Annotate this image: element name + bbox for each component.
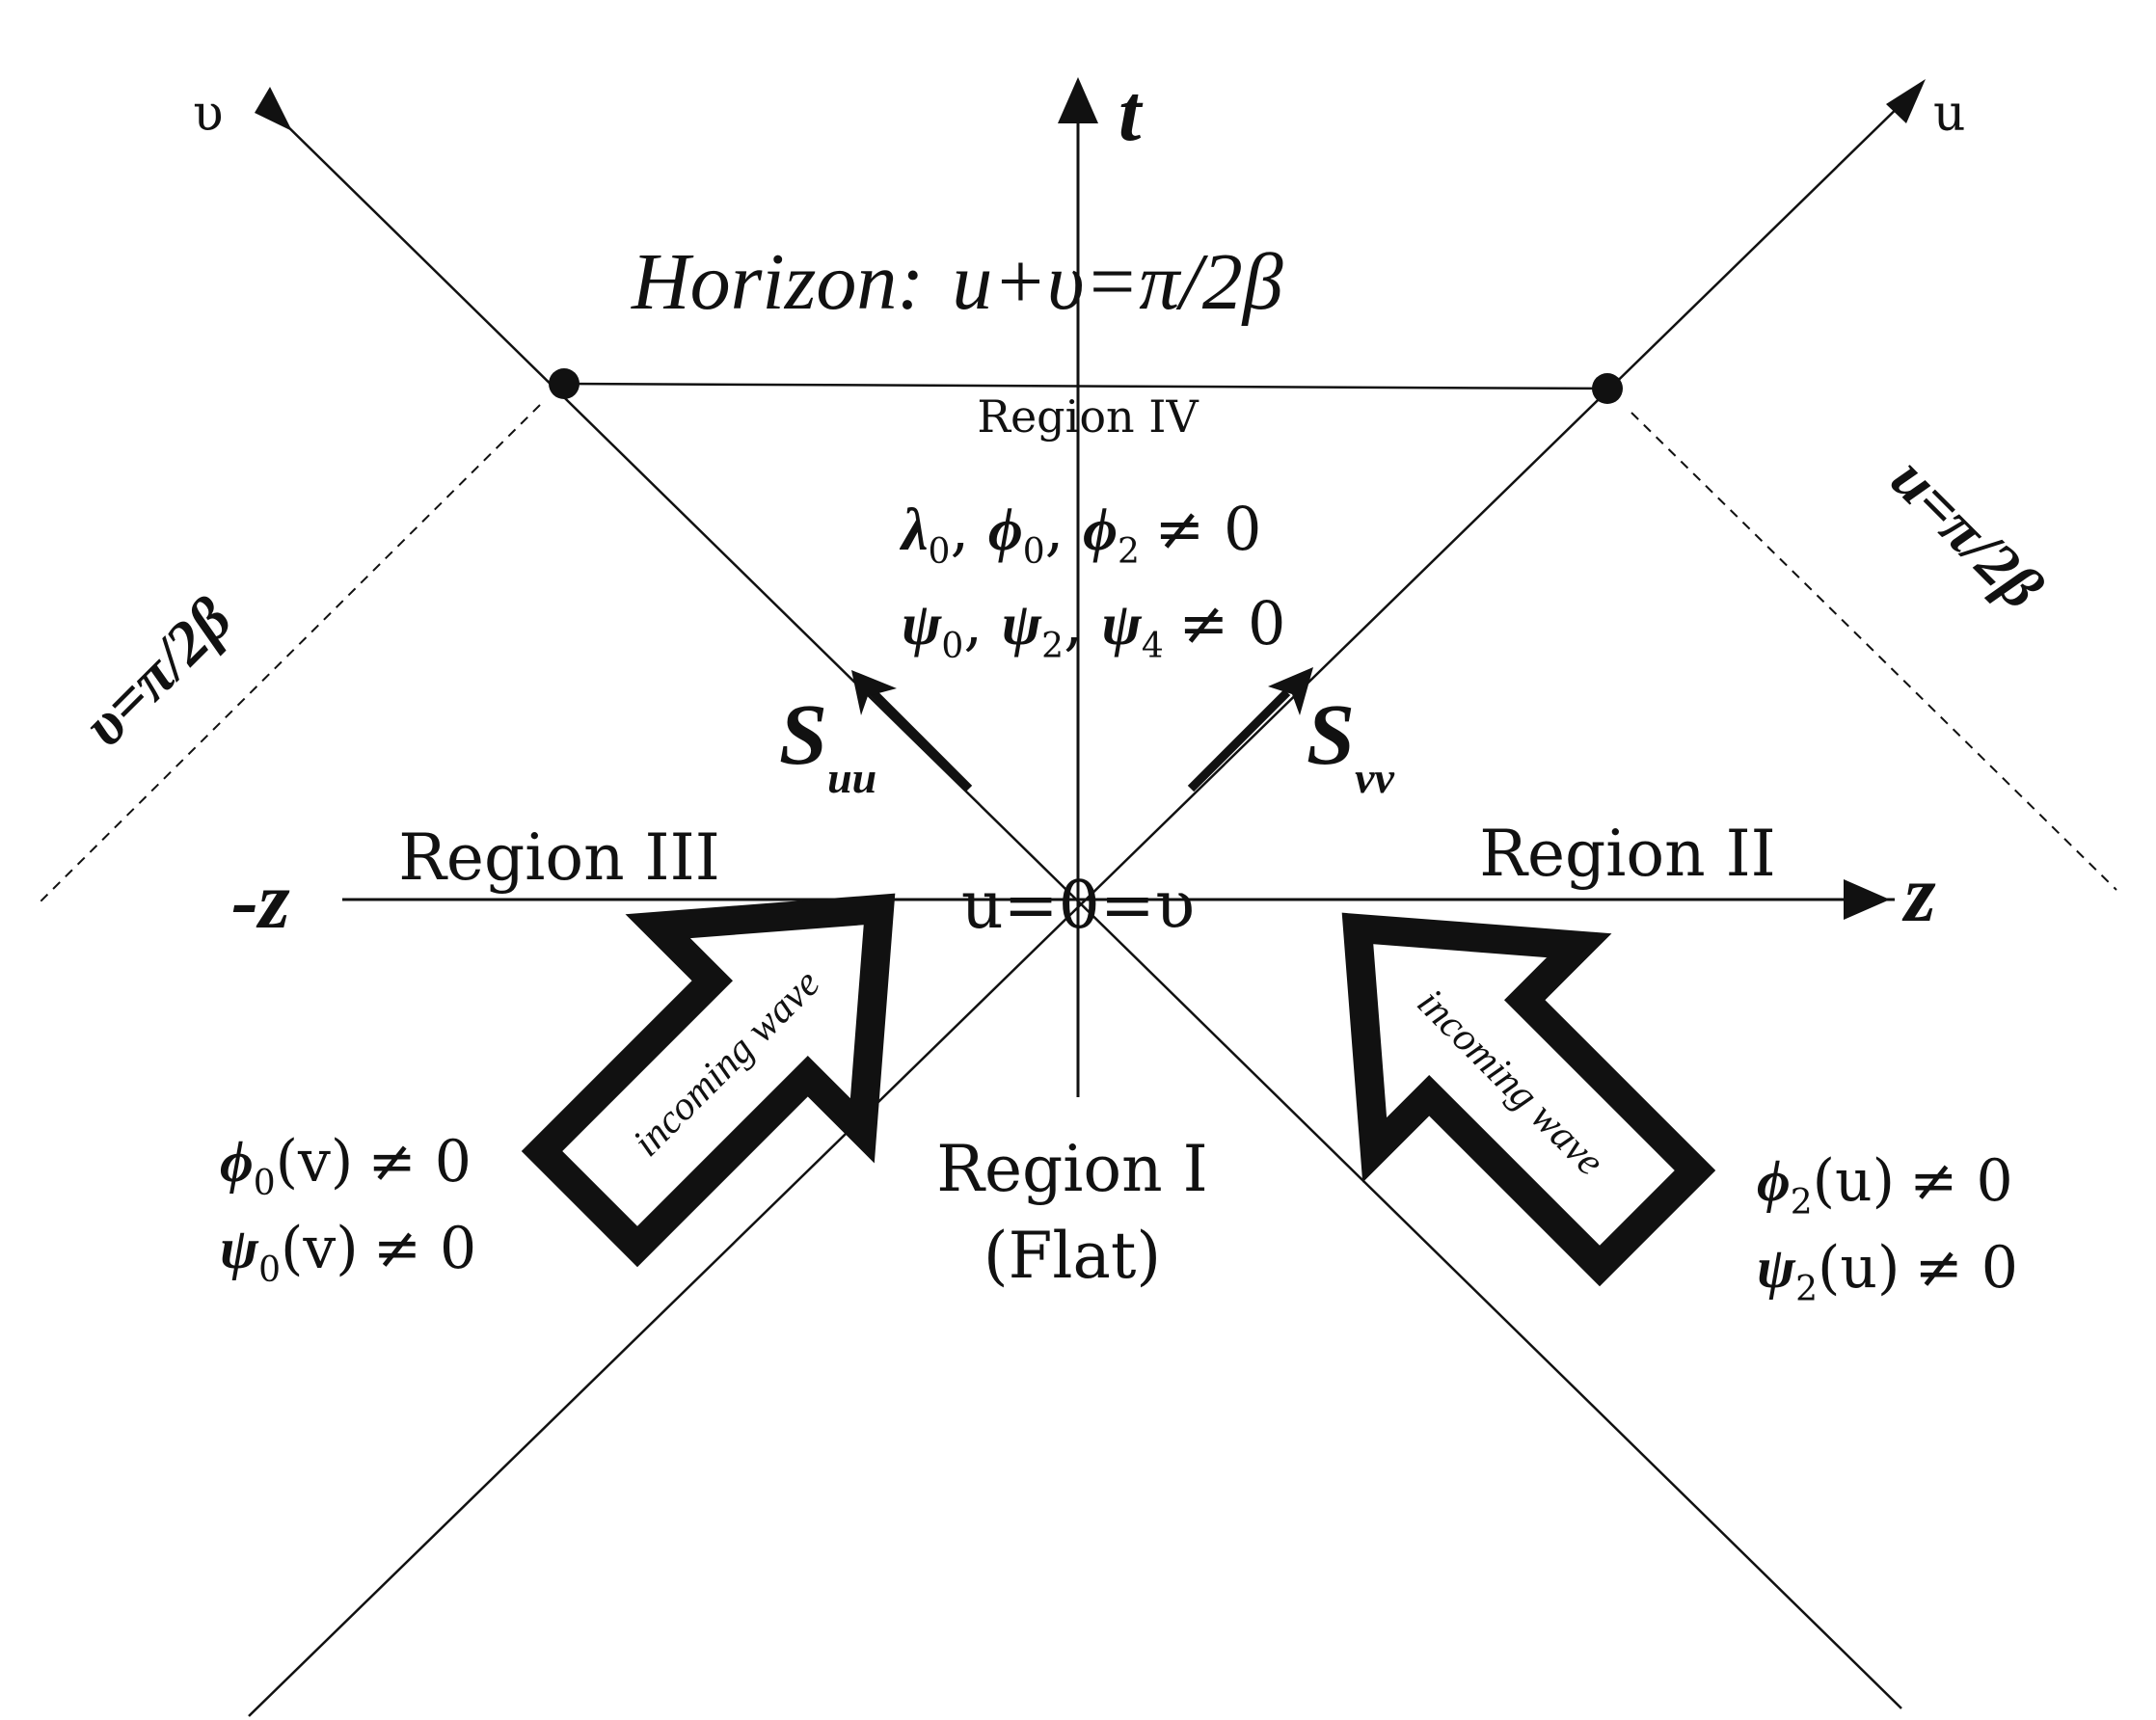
left-singular-label: υ=π/2β [69,584,244,759]
right-phi-sub: 2 [1791,1183,1813,1223]
s-uu-sub: uu [827,753,876,802]
u-axis-arrowhead [1886,79,1926,123]
region-i-label: Region I [936,1132,1207,1206]
horizon-line [563,382,1608,390]
region-iii-label: Region III [398,820,720,895]
horizon-equation: u+υ=π/2β [952,237,1282,327]
neg-z-axis-label: -z [231,856,290,946]
region-iv-fields-line1: λ0, ϕ0, ϕ2 ≠ 0 [899,494,1261,577]
u-axis-label: u [1933,85,1966,143]
left-phi-arg: (v) [276,1128,354,1196]
t-axis-label: t [1118,68,1144,158]
s-vv-arrowhead [1268,667,1313,715]
s-uu-arrowhead [851,670,897,715]
origin-label: u=0=υ [961,868,1195,944]
line1-tail: ≠ 0 [1154,494,1261,564]
left-psi-symbol: ψ [220,1217,259,1280]
right-psi-arg: (u) [1818,1234,1900,1302]
left-phi-symbol: ϕ [220,1130,254,1194]
psi0-symbol: ψ [902,592,942,658]
horizon-prefix: Horizon: [631,237,924,327]
horizon-label: Horizon: u+υ=π/2β [631,237,1283,327]
lambda-sub: 0 [929,532,951,572]
t-axis-arrowhead [1058,77,1098,123]
s-vv-arrow-shaft [1187,688,1291,793]
horizon-right-point [1592,373,1623,404]
v-axis-label: υ [193,85,224,143]
z-axis-label: z [1901,849,1936,939]
left-psi-arg: (v) [281,1215,359,1282]
right-phi-symbol: ϕ [1757,1149,1791,1213]
psi4-sub: 4 [1142,627,1164,666]
right-fields-line1: ϕ2(u) ≠ 0 [1757,1147,2013,1223]
left-singular-line [40,404,541,902]
phi-sub: 0 [1023,532,1045,572]
right-singular-line [1630,412,2117,891]
phi2-symbol: ϕ [1083,497,1118,563]
psi2-symbol: ψ [1002,592,1042,658]
right-phi-arg: (u) [1813,1147,1895,1215]
psi4-symbol: ψ [1102,592,1143,658]
line2-tail: ≠ 0 [1178,588,1285,658]
left-psi-sub: 0 [258,1250,281,1290]
phi-symbol: ϕ [988,497,1023,563]
right-singular-label: u=π/2β [1878,444,2056,622]
phi2-sub: 2 [1118,532,1140,572]
psi0-sub: 0 [941,627,963,666]
s-uu-label: Suu [779,687,876,802]
s-vv-sub: vv [1355,753,1394,802]
left-phi-sub: 0 [254,1164,276,1203]
u-axis [248,95,1910,1717]
region-iv-fields-line2: ψ0, ψ2, ψ4 ≠ 0 [902,588,1285,671]
right-phi-tail: ≠ 0 [1909,1147,2013,1215]
left-fields-line1: ϕ0(v) ≠ 0 [220,1128,472,1203]
v-axis-arrowhead [255,87,292,131]
right-psi-tail: ≠ 0 [1914,1234,2018,1302]
left-psi-tail: ≠ 0 [373,1215,477,1282]
right-fields-line2: ψ2(u) ≠ 0 [1757,1234,2018,1309]
lambda-symbol: λ [899,497,929,563]
left-fields-line2: ψ0(v) ≠ 0 [220,1215,476,1290]
z-axis-arrowhead [1844,879,1890,920]
left-phi-tail: ≠ 0 [367,1128,472,1196]
region-iv-label: Region IV [977,390,1199,443]
v-axis [274,113,1902,1709]
region-i-subtitle: (Flat) [984,1219,1161,1293]
region-ii-label: Region II [1479,817,1775,891]
s-vv-label: Svv [1307,687,1394,802]
psi2-sub: 2 [1041,627,1064,666]
horizon-left-point [549,368,579,399]
right-psi-sub: 2 [1795,1270,1818,1309]
right-incoming-wave-arrow: incoming wave [1341,912,1716,1287]
s-uu-main: S [779,687,827,783]
s-uu-arrow-shaft [869,688,973,793]
right-psi-symbol: ψ [1757,1236,1796,1300]
s-vv-main: S [1307,687,1355,783]
